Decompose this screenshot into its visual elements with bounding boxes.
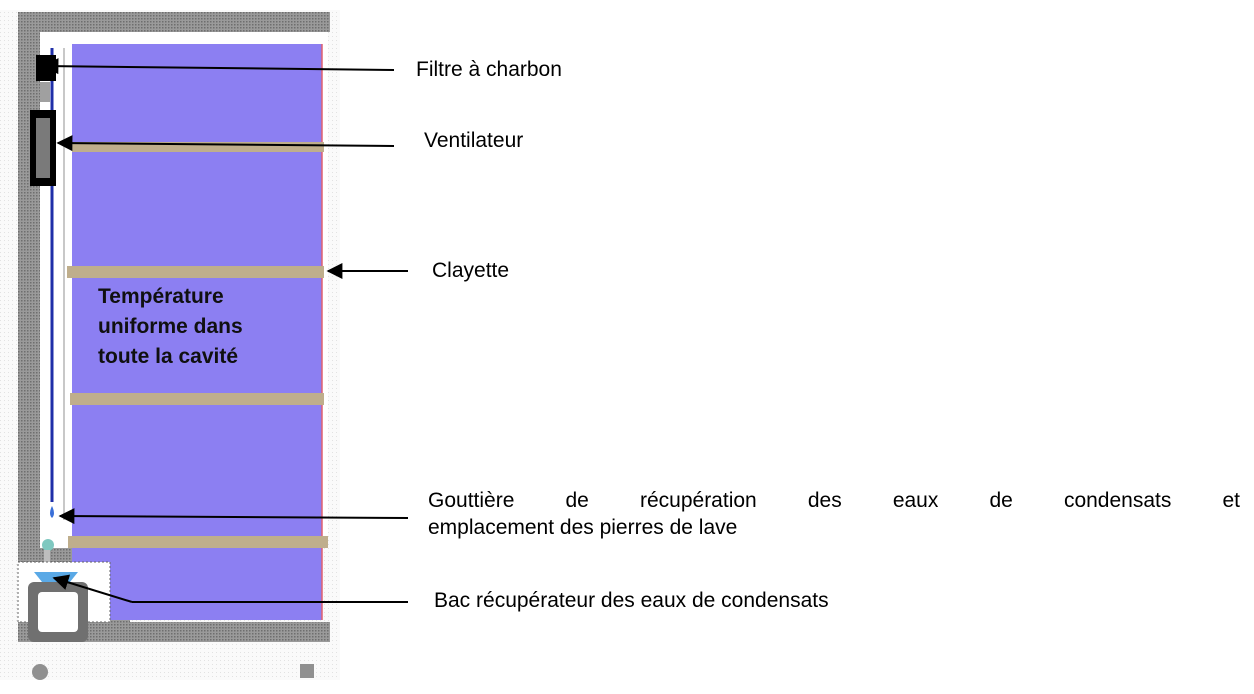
- rear-foot: [300, 664, 314, 678]
- cabinet-bottom-wall: [18, 622, 330, 642]
- cavity-text-line-2: uniforme dans: [98, 315, 243, 338]
- drain-pipe: [44, 550, 50, 566]
- label-gutter-line-2: emplacement des pierres de lave: [428, 516, 738, 539]
- water-drop-icon: [50, 506, 54, 518]
- label-shelf: Clayette: [432, 259, 510, 282]
- cavity-area: [72, 44, 322, 620]
- label-carbon-filter: Filtre à charbon: [416, 58, 562, 81]
- arrow-tray-diagonal: [52, 574, 133, 603]
- cavity-temperature-note: Température uniforme dans toute la cavit…: [98, 282, 318, 372]
- tray-box-inner: [38, 592, 78, 632]
- shelf-4: [68, 536, 328, 548]
- arrow-fan: [56, 135, 395, 152]
- cavity-text-line-1: Température: [98, 285, 224, 308]
- shelf-1: [72, 142, 324, 152]
- label-fan: Ventilateur: [424, 129, 524, 152]
- filter-connector: [40, 82, 50, 102]
- shelf-3: [70, 393, 324, 405]
- cabinet-top-wall: [18, 12, 330, 32]
- arrow-filter: [42, 58, 395, 75]
- label-gutter-line-1: Gouttière de récupération des eaux de co…: [428, 489, 1240, 512]
- arrow-gutter: [58, 508, 409, 525]
- cavity-text-line-3: toute la cavité: [98, 345, 239, 368]
- shelf-2: [67, 266, 324, 278]
- fan-body: [36, 118, 50, 178]
- label-condensate-tray: Bac récupérateur des eaux de condensats: [434, 589, 829, 612]
- carbon-filter: [36, 55, 56, 81]
- front-foot: [32, 664, 48, 680]
- cabinet-left-wall: [18, 12, 40, 642]
- lava-stone-icon: [42, 539, 54, 551]
